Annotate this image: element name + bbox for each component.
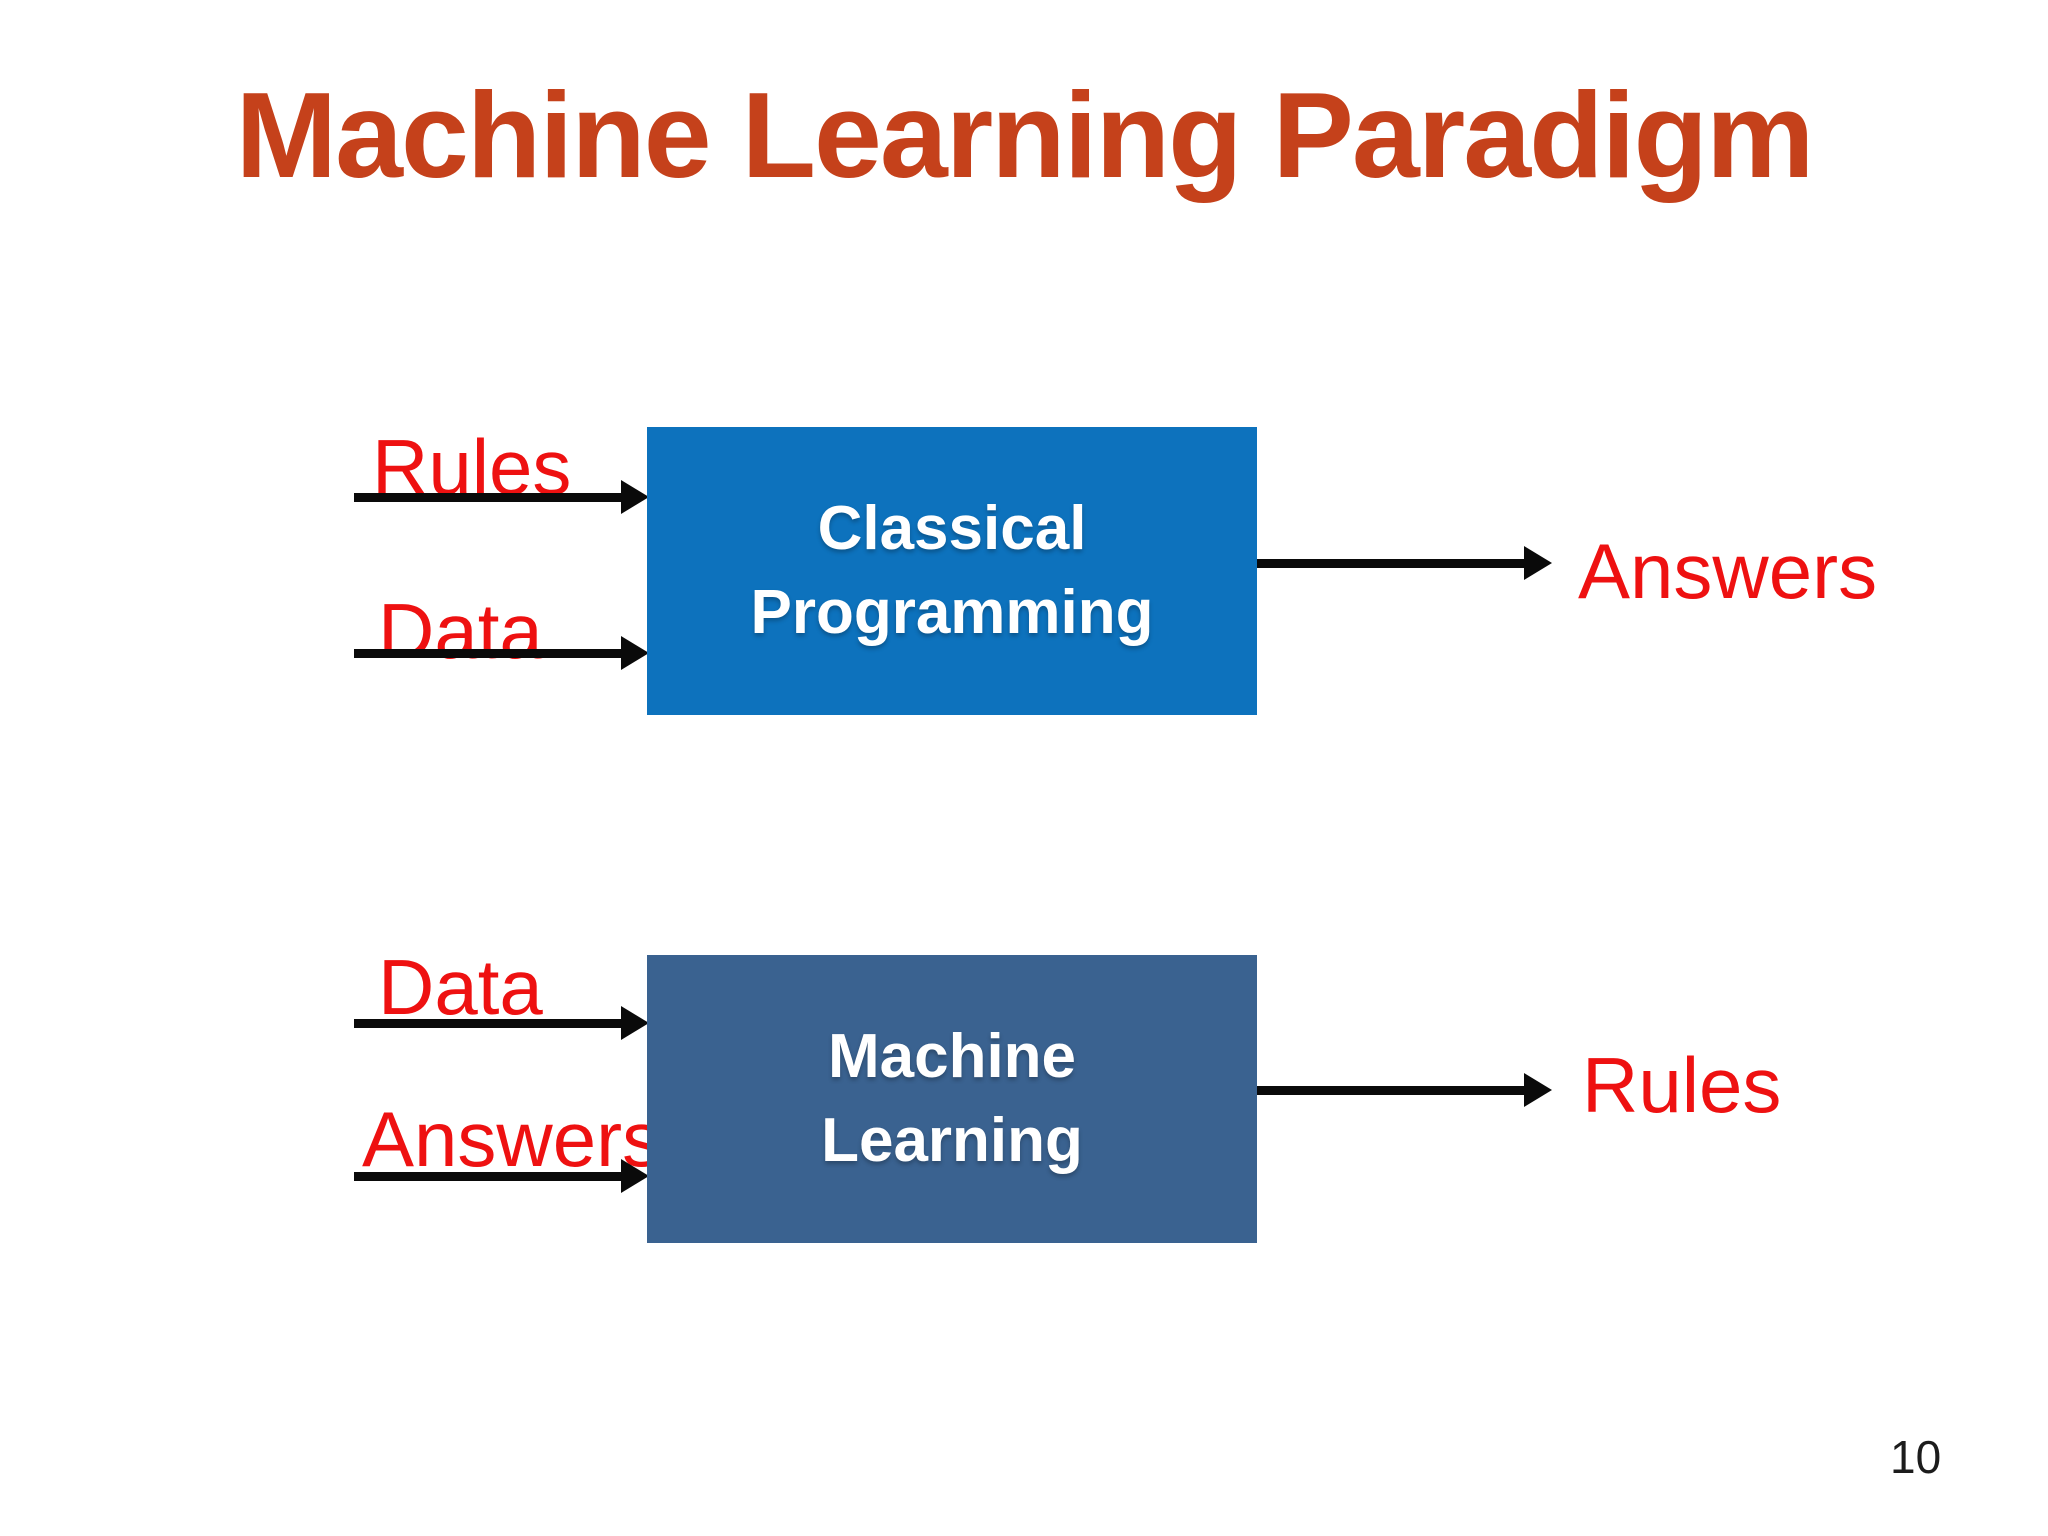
arrow-shaft bbox=[354, 1172, 627, 1181]
classical-input-arrow-rules bbox=[354, 480, 649, 514]
machine-learning-box: Machine Learning bbox=[647, 955, 1257, 1243]
arrowhead-right-icon bbox=[621, 1159, 649, 1193]
page-number: 10 bbox=[1890, 1431, 1942, 1483]
classical-box-label-line1: Classical bbox=[817, 494, 1087, 563]
classical-output-arrow bbox=[1257, 546, 1552, 580]
page-title: Machine Learning Paradigm bbox=[235, 67, 1814, 203]
ml-input-label-answers: Answers bbox=[362, 1095, 662, 1183]
ml-output-arrow bbox=[1257, 1073, 1552, 1107]
arrowhead-right-icon bbox=[1524, 1073, 1552, 1107]
arrowhead-right-icon bbox=[1524, 546, 1552, 580]
ml-input-arrow-answers bbox=[354, 1159, 649, 1193]
ml-output-label-rules: Rules bbox=[1582, 1041, 1782, 1129]
classical-programming-box: Classical Programming bbox=[647, 427, 1257, 715]
arrow-shaft bbox=[1257, 559, 1530, 568]
arrow-shaft bbox=[354, 1019, 627, 1028]
classical-output-label-answers: Answers bbox=[1578, 527, 1878, 615]
ml-input-label-data: Data bbox=[378, 943, 543, 1031]
arrow-shaft bbox=[354, 649, 627, 658]
arrowhead-right-icon bbox=[621, 1006, 649, 1040]
ml-box-label-line2: Learning bbox=[821, 1106, 1083, 1175]
ml-input-arrow-data bbox=[354, 1006, 649, 1040]
arrow-shaft bbox=[1257, 1086, 1530, 1095]
arrow-shaft bbox=[354, 493, 627, 502]
classical-input-arrow-data bbox=[354, 636, 649, 670]
ml-box-label-line1: Machine bbox=[827, 1022, 1077, 1091]
arrowhead-right-icon bbox=[621, 636, 649, 670]
arrowhead-right-icon bbox=[621, 480, 649, 514]
classical-box-label-line2: Programming bbox=[750, 578, 1154, 647]
